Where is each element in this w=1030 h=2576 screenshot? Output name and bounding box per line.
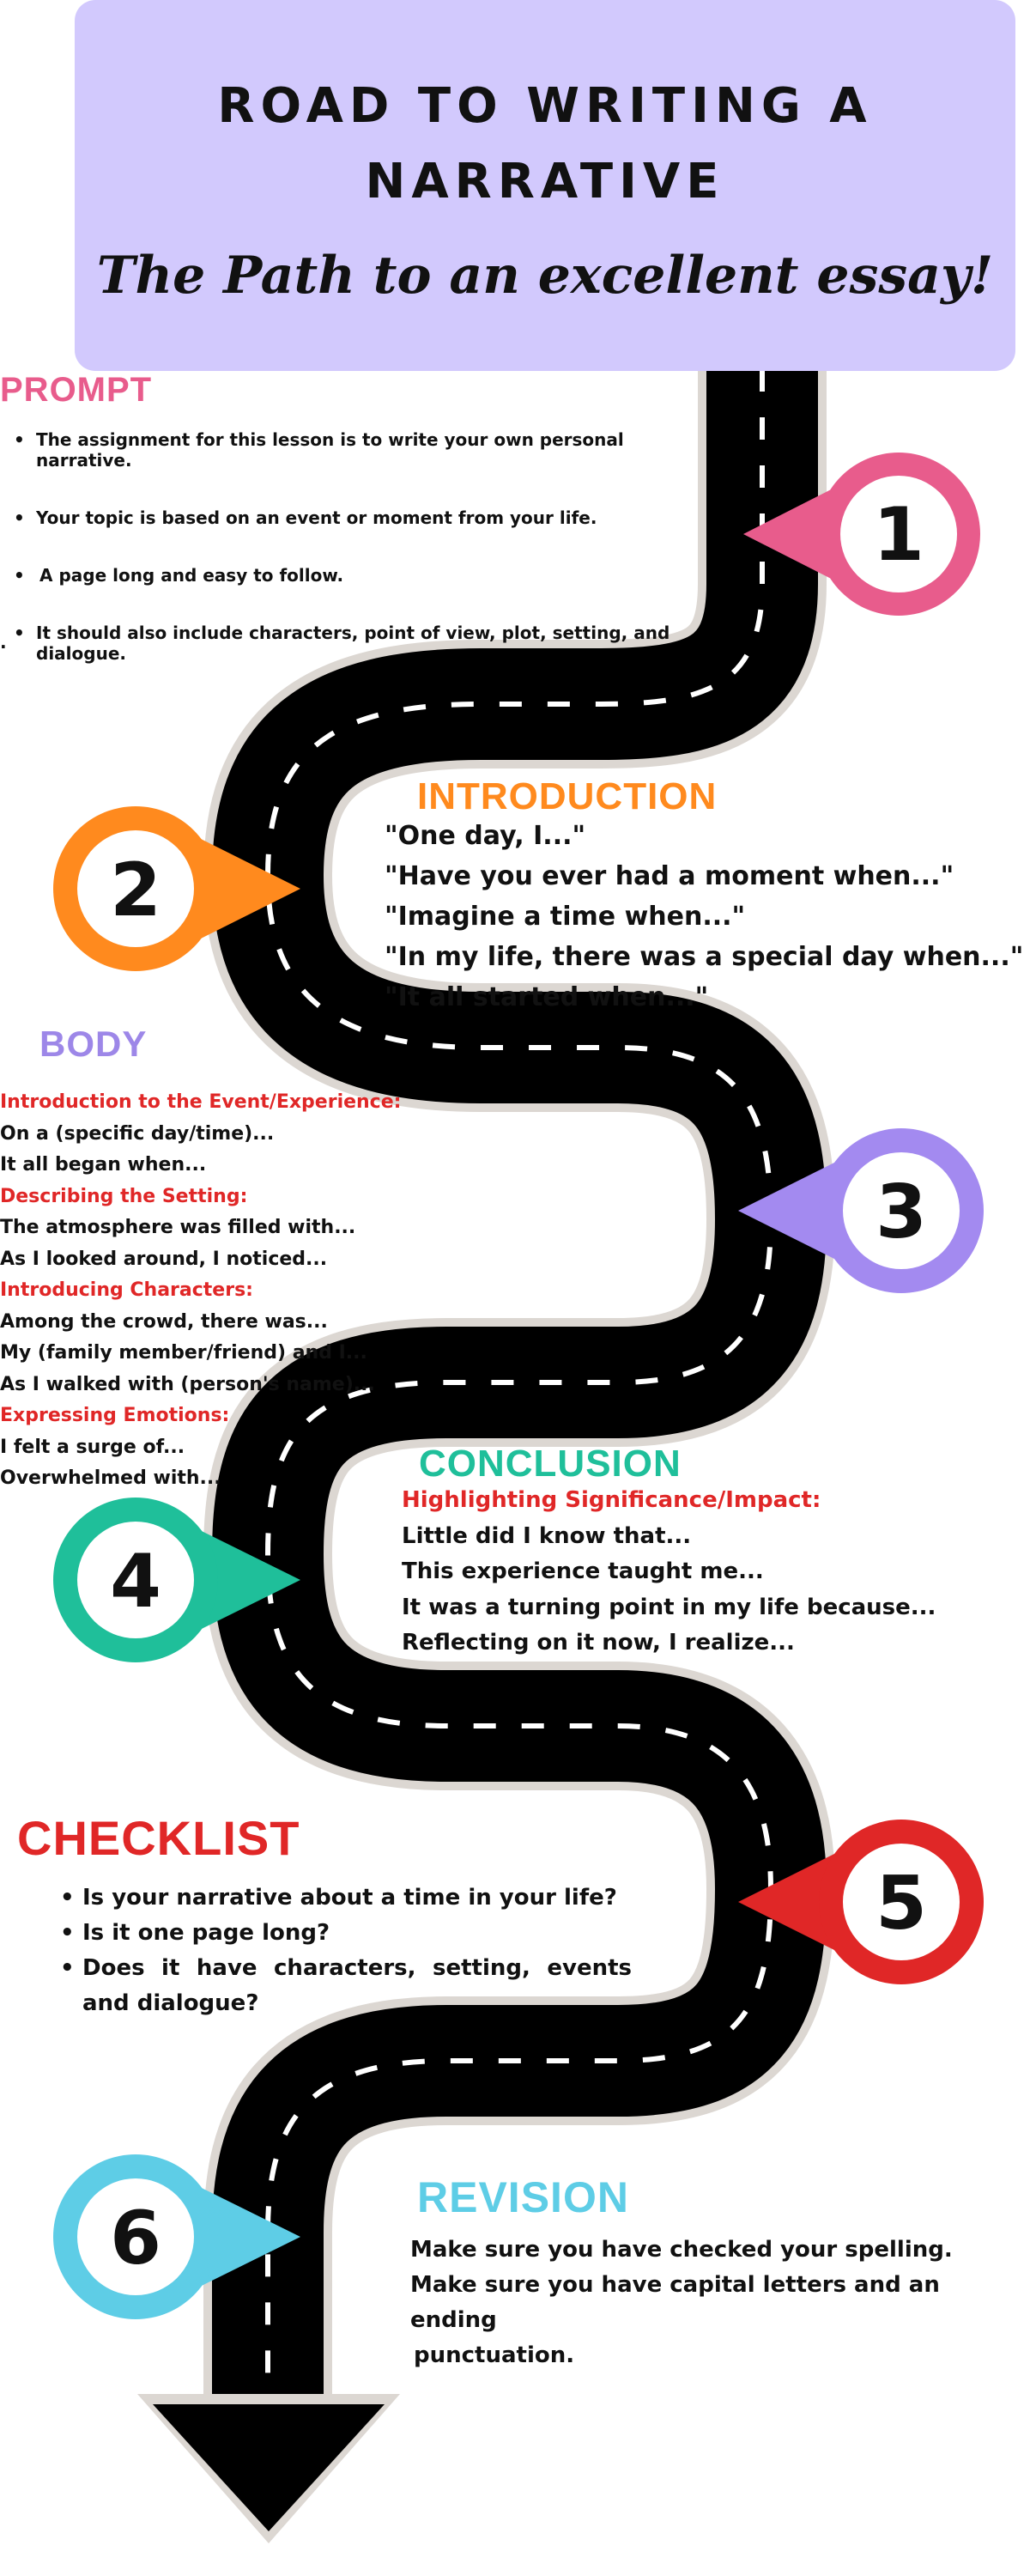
- intro-line: "Have you ever had a moment when...": [385, 861, 954, 891]
- pin-number: 3: [876, 1170, 927, 1255]
- body-line: On a (specific day/time)...: [0, 1122, 275, 1145]
- body-line: Among the crowd, there was...: [0, 1310, 328, 1333]
- trailing-dot: .: [0, 632, 7, 653]
- introduction-title: INTRODUCTION: [417, 775, 718, 817]
- prompt-list: The assignment for this lesson is to wri…: [14, 429, 706, 701]
- road-path: [137, 369, 835, 2543]
- body-heading: Expressing Emotions:: [0, 1405, 230, 1426]
- pin-3: 3: [738, 1128, 984, 1293]
- list-item: The assignment for this lesson is to wri…: [14, 429, 706, 471]
- revision-title: REVISION: [417, 2173, 629, 2221]
- revision-line: punctuation.: [414, 2342, 575, 2368]
- list-item: A page long and easy to follow.: [14, 565, 706, 586]
- pin-number: 6: [110, 2196, 161, 2281]
- checklist-item: Is your narrative about a time in your l…: [60, 1880, 632, 1916]
- pin-6: 6: [53, 2154, 300, 2319]
- body-title: BODY: [39, 1024, 148, 1064]
- page-subtitle: The Path to an excellent essay!: [96, 246, 994, 306]
- conclusion-line: Little did I know that...: [402, 1522, 692, 1549]
- body-line: As I looked around, I noticed...: [0, 1248, 328, 1270]
- introduction-lines: "One day, I..." "Have you ever had a mom…: [385, 816, 1023, 1018]
- pin-number: 2: [110, 848, 161, 933]
- pin-2: 2: [53, 806, 300, 971]
- conclusion-heading: Highlighting Significance/Impact:: [402, 1487, 821, 1513]
- body-content: Introduction to the Event/Experience: On…: [0, 1087, 401, 1495]
- body-line: I felt a surge of...: [0, 1436, 185, 1458]
- body-line: As I walked with (person's name)...: [0, 1373, 375, 1395]
- title-line-1: ROAD TO WRITING A: [217, 78, 873, 134]
- conclusion-line: It was a turning point in my life becaus…: [402, 1594, 936, 1620]
- checklist-item: Does it have characters, setting, events…: [60, 1951, 632, 2021]
- page-title: ROAD TO WRITING A NARRATIVE: [75, 69, 1015, 220]
- conclusion-title: CONCLUSION: [419, 1443, 682, 1485]
- checklist-item: Is it one page long?: [60, 1916, 632, 1951]
- body-line: The atmosphere was filled with...: [0, 1217, 356, 1238]
- header-banner: ROAD TO WRITING A NARRATIVE The Path to …: [75, 0, 1015, 371]
- intro-line: "Imagine a time when...": [385, 902, 746, 932]
- conclusion-line: Reflecting on it now, I realize...: [402, 1630, 795, 1656]
- conclusion-lines: Highlighting Significance/Impact: Little…: [402, 1483, 936, 1662]
- body-heading: Introducing Characters:: [0, 1279, 253, 1301]
- body-line: It all began when...: [0, 1154, 207, 1176]
- pin-number: 4: [110, 1539, 161, 1625]
- checklist-list: Is your narrative about a time in your l…: [60, 1880, 632, 2021]
- revision-line: Make sure you have capital letters and a…: [410, 2272, 940, 2333]
- pin-1: 1: [743, 453, 980, 616]
- pin-number: 5: [876, 1861, 927, 1947]
- revision-lines: Make sure you have checked your spelling…: [410, 2233, 1030, 2373]
- pin-4: 4: [53, 1498, 300, 1662]
- body-heading: Introduction to the Event/Experience:: [0, 1091, 402, 1113]
- intro-line: "It all started when...": [385, 982, 709, 1012]
- pin-5: 5: [738, 1820, 984, 1984]
- conclusion-line: This experience taught me...: [402, 1558, 764, 1584]
- list-item: Your topic is based on an event or momen…: [14, 507, 706, 528]
- body-heading: Describing the Setting:: [0, 1185, 248, 1207]
- intro-line: "One day, I...": [385, 821, 586, 851]
- intro-line: "In my life, there was a special day whe…: [385, 942, 1024, 972]
- body-line: Overwhelmed with...: [0, 1467, 221, 1489]
- prompt-title: PROMPT: [0, 371, 153, 409]
- revision-line: Make sure you have checked your spelling…: [410, 2237, 953, 2263]
- body-line: My (family member/friend) and I...: [0, 1342, 367, 1364]
- checklist-title: CHECKLIST: [17, 1811, 300, 1865]
- title-line-2: NARRATIVE: [365, 154, 725, 210]
- list-item: It should also include characters, point…: [14, 623, 706, 664]
- pin-number: 1: [873, 492, 924, 578]
